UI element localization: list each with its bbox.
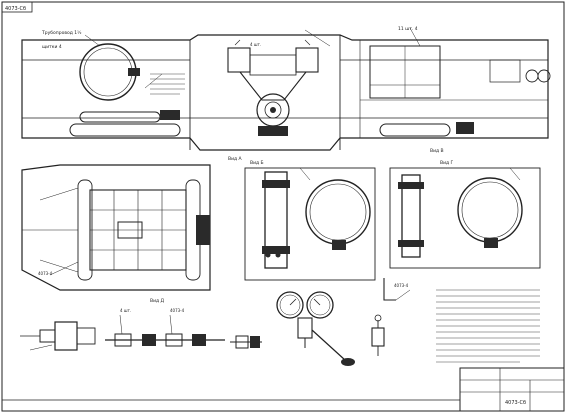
cylinder-top-left [79,111,161,123]
bottom-stamp-text: 4073-Сб [505,400,526,406]
pressure-gauge-right [306,291,334,319]
fitting-detail-left [20,321,96,351]
top-stamp-box [1,1,33,13]
view-label-a: Вид А [228,156,243,162]
callout-pipe: Трубопровод 1½ [41,29,82,36]
pipe-fitting-chain [105,314,225,347]
top-stamp-text: 4073-Сб [5,6,26,12]
view-label-v: Вид В [430,148,444,154]
section-view-b [244,167,376,281]
plan-view [21,164,211,291]
note-block-left [150,73,185,95]
view-label-d: Вид Д [150,298,165,304]
pressure-gauge-left [276,291,304,319]
callout-shields: щитки 4 [42,44,62,50]
callout-top-right: 11 шт. 4 [398,26,418,32]
small-valve-right [371,314,385,356]
technical-notes-block [436,289,540,363]
pressure-regulator [276,291,355,366]
callout-center: 4 шт. [250,42,261,47]
view-label-g: Вид Г [440,160,454,166]
view-label-b: Вид Б [250,160,264,166]
side-elevation-view [21,27,551,151]
cylinder-bottom-left [69,123,181,137]
section-view-g [389,167,541,269]
engine-block [227,39,319,136]
callout-lower-left: 4073-4 [38,271,53,276]
bracket-detail [383,278,411,301]
clamp-ring-right [457,177,523,243]
callout-lower-center-a: 4 шт. [120,308,131,313]
callout-right-part: 4073-4 [394,283,409,288]
cylinder-right [379,123,451,137]
regulator-handle [341,358,355,366]
valve-fitting [230,335,262,349]
clamp-ring-center [305,179,371,245]
title-block [459,367,565,412]
clamp-ring-left [79,43,137,101]
callout-lower-center-b: 4073-4 [170,308,185,313]
